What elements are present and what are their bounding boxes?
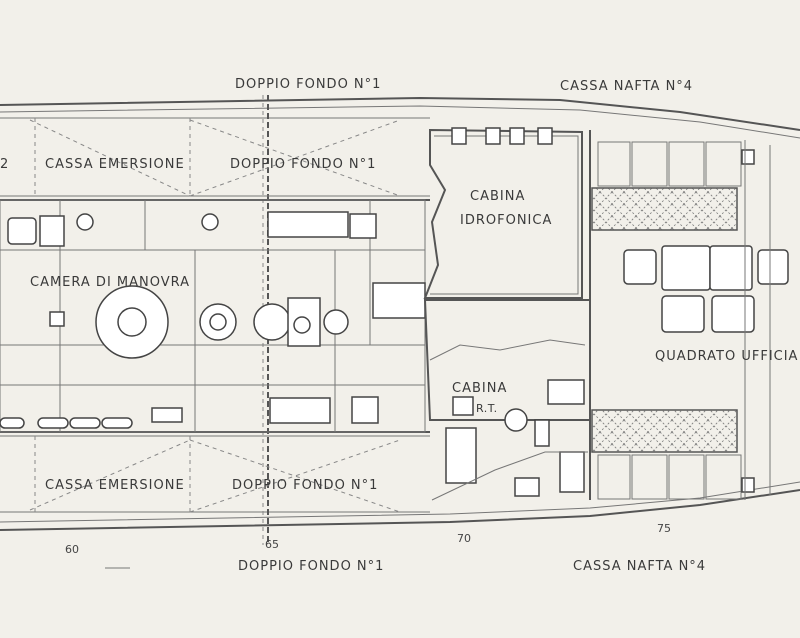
label-doppio-fondo-upper: DOPPIO FONDO N°1 xyxy=(230,157,376,172)
label-doppio-fondo-bottom: DOPPIO FONDO N°1 xyxy=(238,559,384,574)
room-labels: DOPPIO FONDO N°1 CASSA NAFTA N°4 CASSA E… xyxy=(0,77,798,574)
frame-numbers: 60 65 70 75 xyxy=(65,522,671,556)
label-cassa-emersione-lower: CASSA EMERSIONE xyxy=(45,478,185,493)
label-cabina-rt-2: R.T. xyxy=(476,402,498,415)
hull-outline xyxy=(0,96,800,531)
label-camera-manovra: CAMERA DI MANOVRA xyxy=(30,275,190,290)
label-cabina-idrofonica-1: CABINA xyxy=(470,189,525,204)
frame-number: 75 xyxy=(657,522,671,535)
control-room-equipment xyxy=(7,211,379,424)
officers-wardroom xyxy=(589,130,789,500)
label-cabina-rt-1: CABINA xyxy=(452,381,507,396)
label-cabina-idrofonica-2: IDROFONICA xyxy=(460,213,552,228)
frame-number: 60 xyxy=(65,543,79,556)
label-cassa-emersione-upper: CASSA EMERSIONE xyxy=(45,157,185,172)
label-cassa-nafta-top: CASSA NAFTA N°4 xyxy=(560,79,693,94)
label-doppio-fondo-lower: DOPPIO FONDO N°1 xyxy=(232,478,378,493)
label-doppio-fondo-top: DOPPIO FONDO N°1 xyxy=(235,77,381,92)
hatch-marks xyxy=(0,417,133,429)
lower-tanks xyxy=(0,431,430,513)
label-cassa-nafta-bottom: CASSA NAFTA N°4 xyxy=(573,559,706,574)
control-room-grid xyxy=(0,199,426,433)
hydrophone-cabin xyxy=(423,127,583,299)
frame-number: 65 xyxy=(265,538,279,551)
frame-number: 70 xyxy=(457,532,471,545)
radio-cabin xyxy=(423,299,591,501)
label-edge-number: 2 xyxy=(0,157,9,172)
label-quadrato-ufficiali: QUADRATO UFFICIA xyxy=(655,349,798,364)
